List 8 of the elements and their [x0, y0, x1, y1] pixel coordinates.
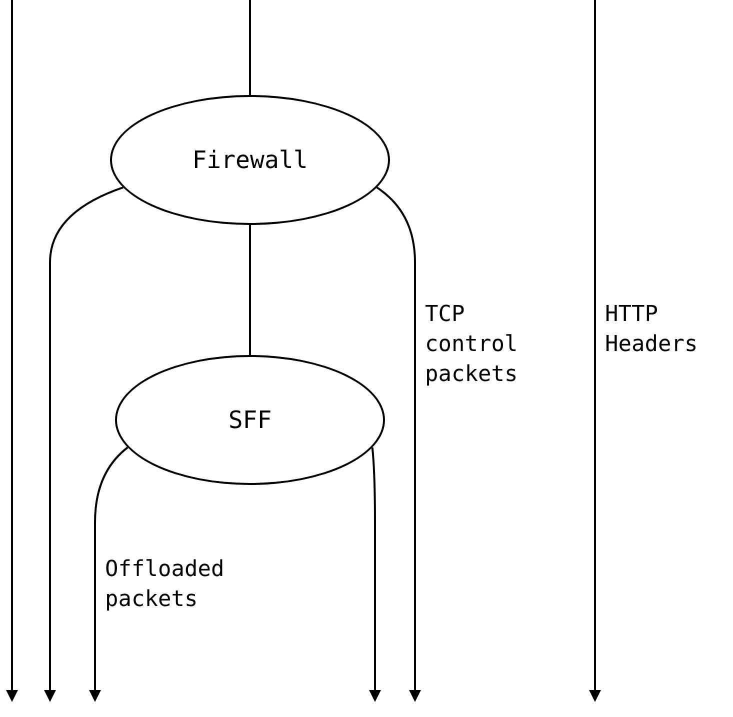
- connector-line: [249, 0, 251, 95]
- connector-line: [249, 225, 251, 355]
- arrow: [89, 446, 128, 702]
- node-label: Firewall: [192, 146, 308, 174]
- arrow: [376, 186, 421, 702]
- arrow: [369, 447, 381, 702]
- arrow: [44, 186, 124, 702]
- node-label: SFF: [228, 406, 272, 434]
